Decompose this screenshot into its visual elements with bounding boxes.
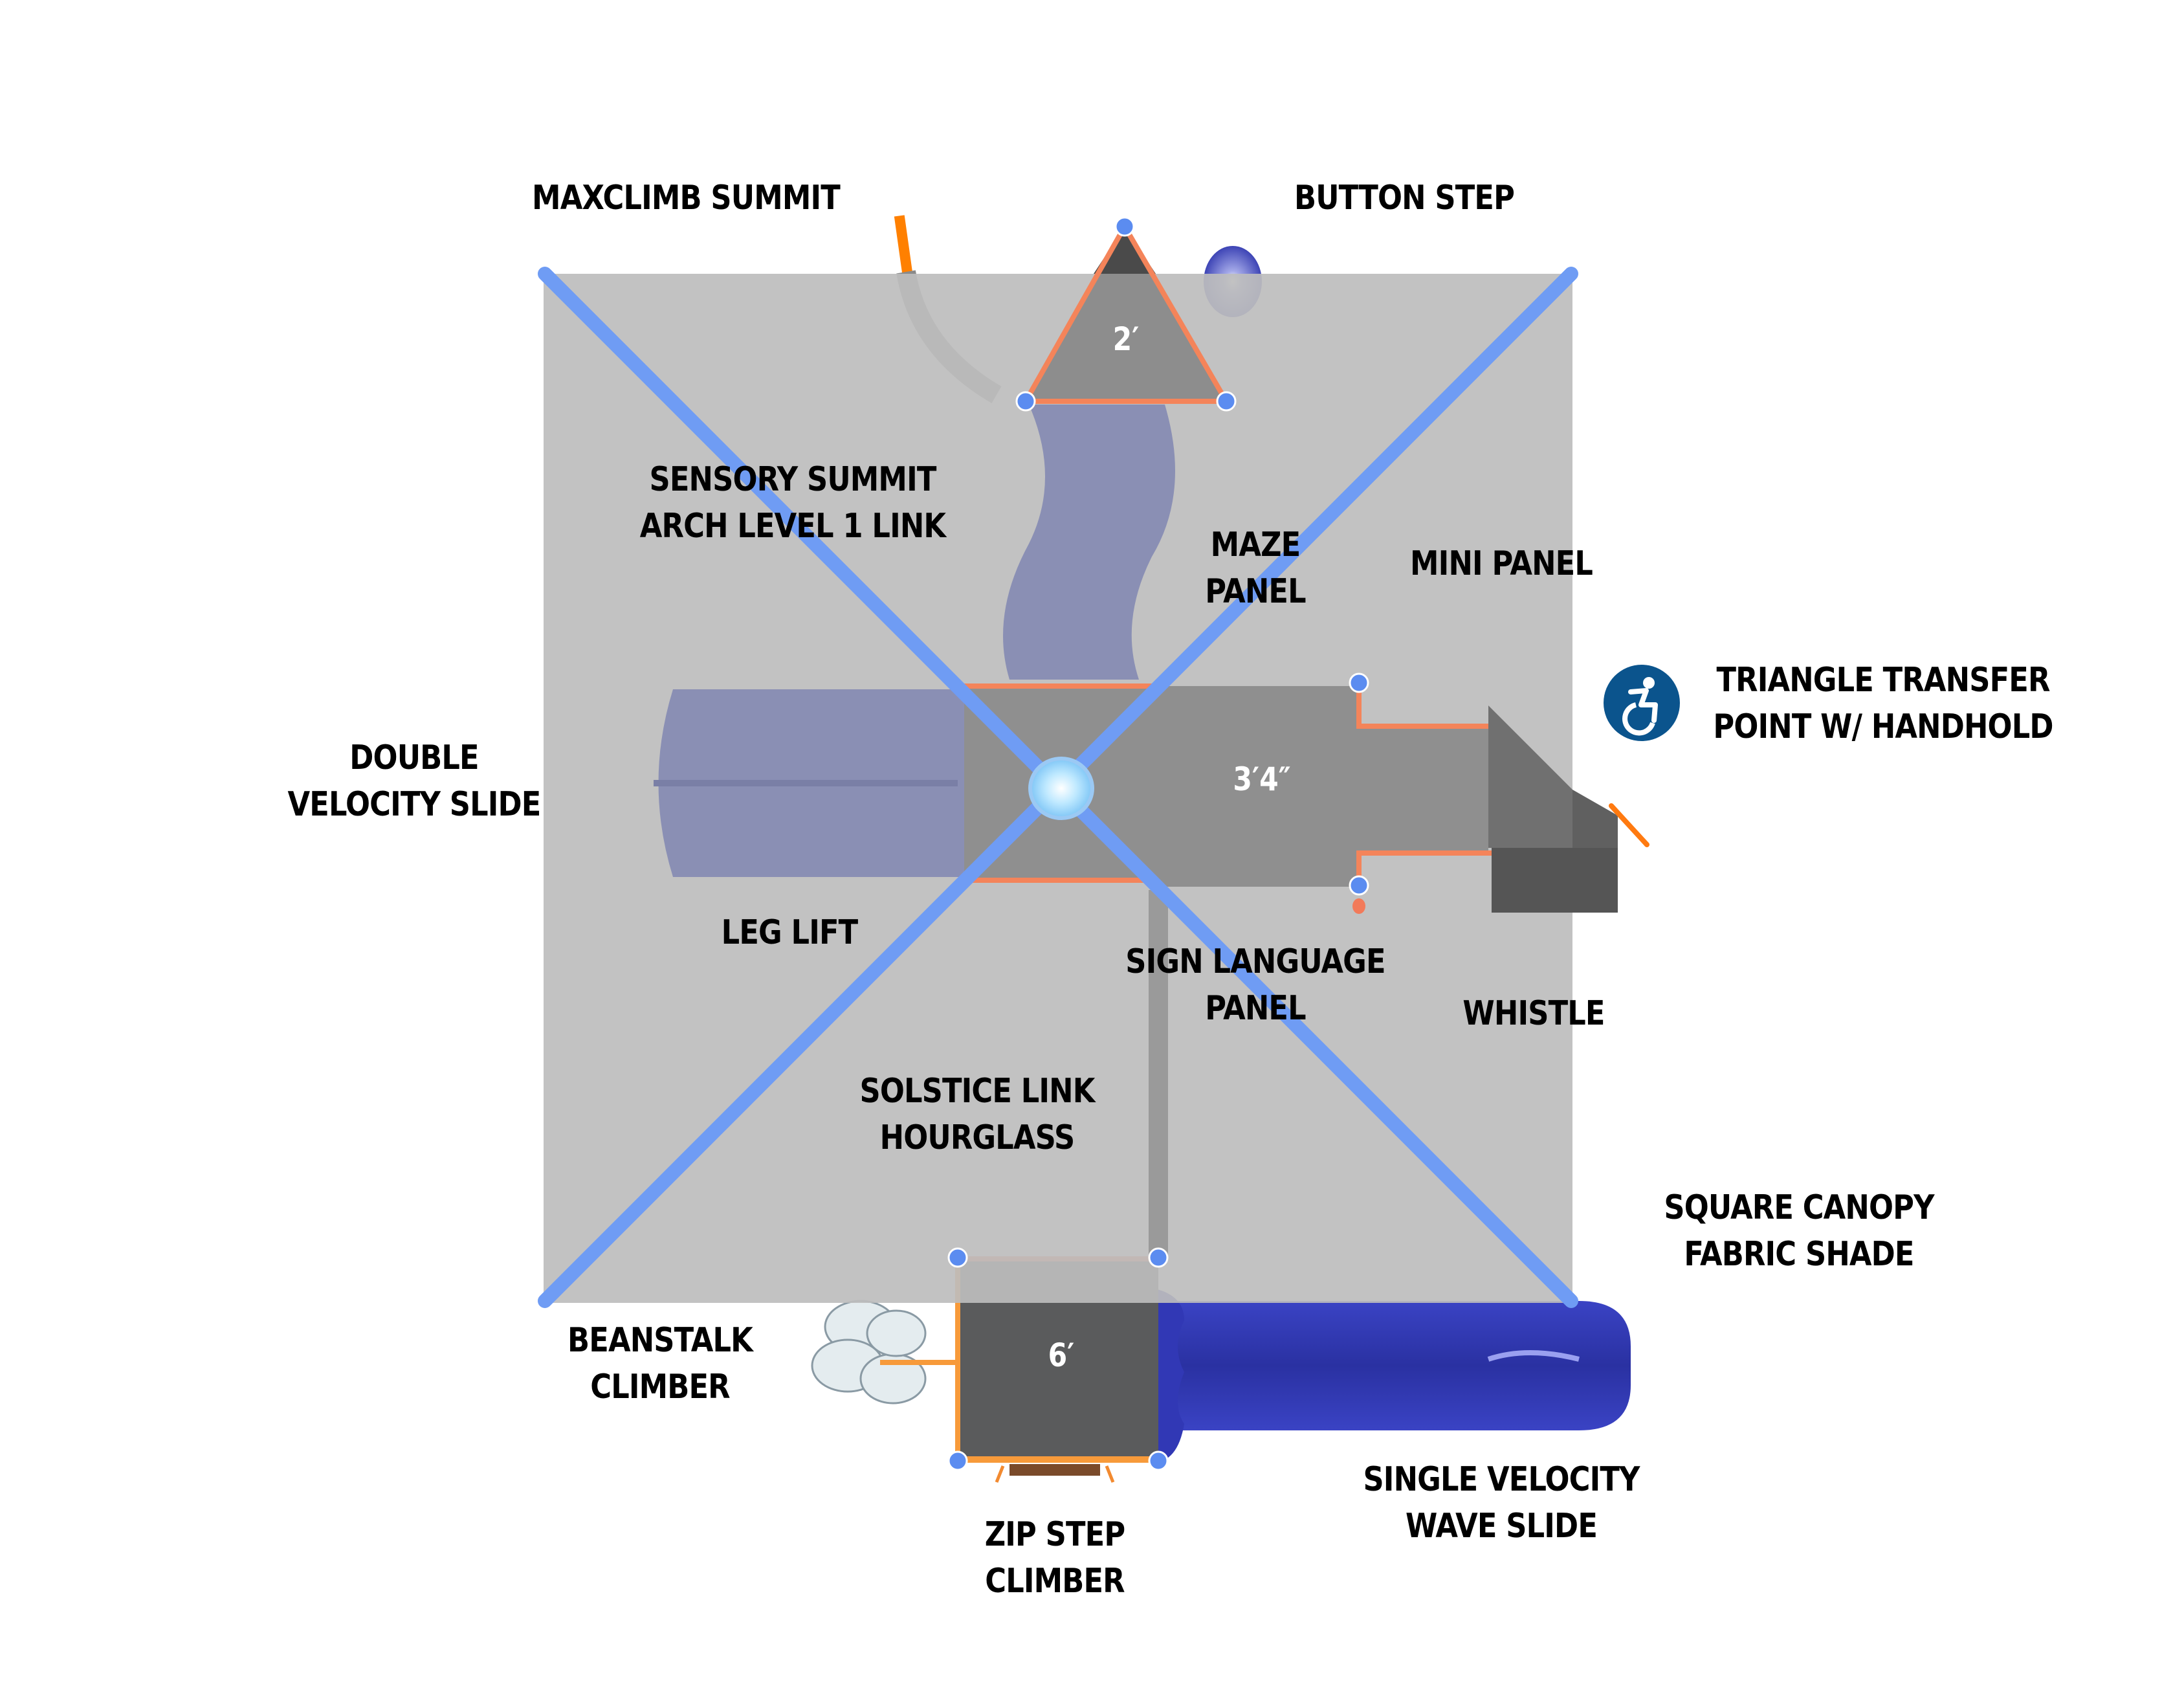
sensory-summit-arch-link [1003, 405, 1175, 680]
single-velocity-wave-slide [1152, 1288, 1631, 1463]
wheelchair-icon [1604, 665, 1680, 741]
canopy-beams [538, 267, 1578, 1308]
posts [947, 216, 1369, 1471]
label-mini-panel: MINI PANEL [1410, 544, 1593, 583]
solstice-link-hourglass [1149, 890, 1168, 1259]
triangle-transfer-point [1488, 705, 1649, 913]
deck-height-bottom: 6′ [1048, 1337, 1075, 1374]
beanstalk-climber [811, 1300, 958, 1405]
double-velocity-slide [654, 689, 964, 877]
label-whistle: WHISTLE [1462, 994, 1605, 1033]
zip-step-climber [995, 1464, 1115, 1483]
label-leg-lift: LEG LIFT [721, 913, 858, 952]
deck-height-top: 2′ [1112, 320, 1140, 358]
label-maxclimb-summit: MAXCLIMB SUMMIT [532, 179, 841, 217]
top-triangle-deck [1021, 225, 1231, 404]
label-button-step: BUTTON STEP [1294, 179, 1515, 217]
canopy-hub [1028, 757, 1094, 820]
deck-height-main: 3′4″ [1233, 761, 1291, 798]
